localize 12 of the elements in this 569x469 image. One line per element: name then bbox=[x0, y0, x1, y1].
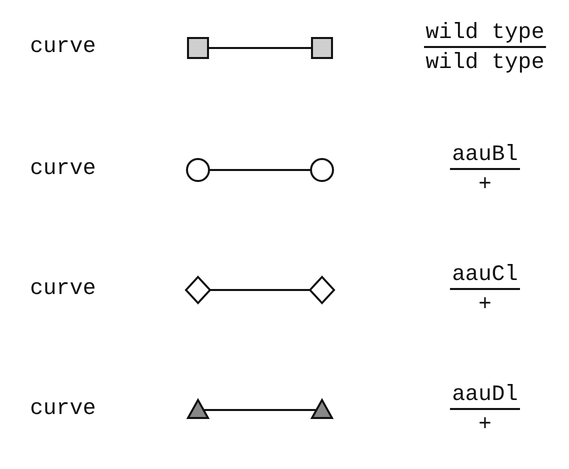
genotype-numerator: aauDl bbox=[450, 382, 520, 410]
legend-label: curve bbox=[30, 156, 96, 181]
genotype-denominator: + bbox=[478, 292, 492, 318]
genotype-numerator: aauCl bbox=[450, 262, 520, 290]
legend-label: curve bbox=[30, 34, 96, 59]
genotype-denominator: wild type bbox=[426, 50, 544, 76]
genotype-numerator: aauBl bbox=[450, 142, 520, 170]
legend-label: curve bbox=[30, 276, 96, 301]
legend-label: curve bbox=[30, 396, 96, 421]
genotype-denominator: + bbox=[478, 412, 492, 438]
genotype-denominator: + bbox=[478, 172, 492, 198]
genotype-numerator: wild type bbox=[424, 20, 546, 48]
